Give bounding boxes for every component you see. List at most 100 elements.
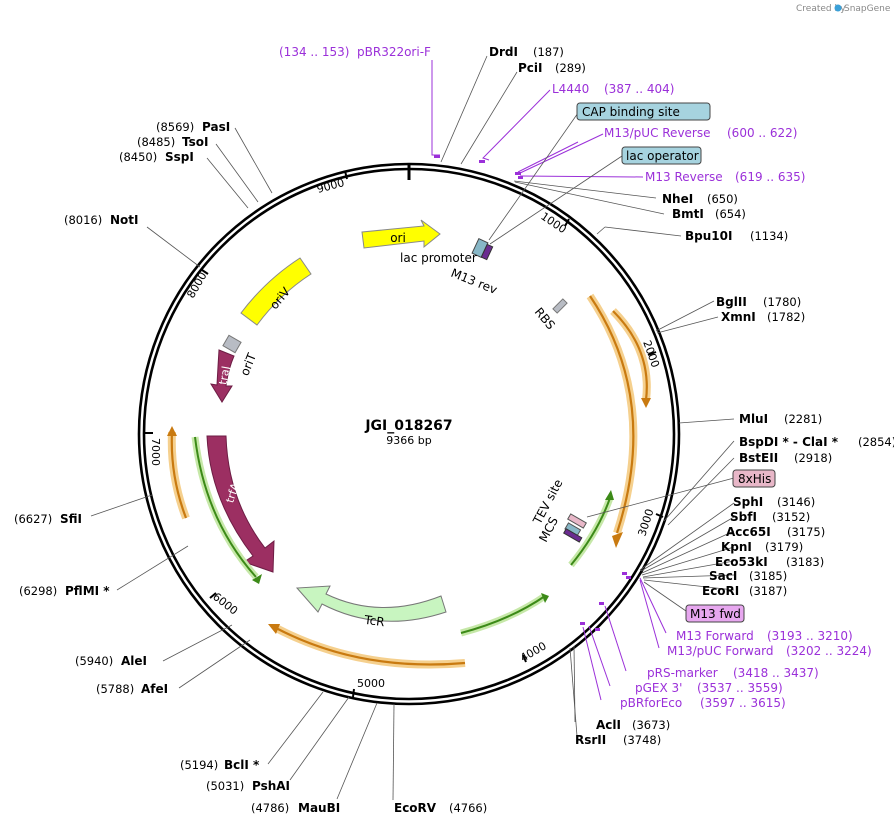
enzyme-bpu10i-pos: (1134) [750,229,788,243]
enzyme-tsoi[interactable]: TsoI [182,135,208,149]
lac-promoter-label: lac promoter [400,251,477,265]
feature-ori[interactable]: ori [361,219,441,249]
enzyme-bmti-pos: (654) [715,207,746,221]
enzyme-sfii[interactable]: SfiI [60,512,82,526]
enzyme-sbfi-pos: (3152) [772,510,810,524]
enzyme-pshai-pos: (5031) [206,779,244,793]
enzyme-nhei[interactable]: NheI [662,192,693,206]
enzyme-bglii-pos: (1780) [763,295,801,309]
plasmid-name: JGI_018267 [364,418,452,434]
plasmid-length: 9366 bp [386,434,431,447]
enzyme-bpu10i[interactable]: Bpu10I [685,229,732,243]
primer-m13-reverse-range: (619 .. 635) [735,170,805,184]
watermark-brand: SnapGene [844,4,891,14]
enzyme-pasi[interactable]: PasI [202,120,230,134]
enzyme-xmni[interactable]: XmnI [721,310,756,324]
feature-lac-promoter[interactable]: lac promoter M13 rev [400,237,499,297]
enzyme-eco53ki-pos: (3183) [786,555,824,569]
enzyme-rsrii-pos: (3748) [623,733,661,747]
enzyme-pcii[interactable]: PciI [518,61,543,75]
enzyme-pshai[interactable]: PshAI [252,779,290,793]
green-arcs [191,436,614,637]
enzyme-bglii[interactable]: BglII [716,295,747,309]
feature-RBS[interactable]: RBS [532,298,568,332]
feature-mcs[interactable]: TEV site MCS [530,477,587,544]
enzyme-acc65i[interactable]: Acc65I [726,525,771,539]
box-leader-lines [488,112,735,612]
enzyme-acli[interactable]: AclI [596,718,621,732]
primer-site-marks [434,155,631,631]
primer-lines [431,60,667,701]
traJ-label: traJ [217,365,233,386]
enzyme-xmni-pos: (1782) [767,310,805,324]
enzyme-maubi[interactable]: MauBI [298,801,340,815]
enzyme-acc65i-pos: (3175) [787,525,825,539]
scale-ticks [145,170,664,698]
enzyme-eco53ki[interactable]: Eco53kI [715,555,768,569]
feature-traJ[interactable]: traJ [210,349,235,403]
tick-label-7000: 7000 [149,438,162,466]
enzyme-acli-pos: (3673) [632,718,670,732]
feature-trfA[interactable]: trfA [206,435,275,573]
enzyme-kpni[interactable]: KpnI [721,540,752,554]
enzyme-noti[interactable]: NotI [110,213,139,227]
enzyme-drdi[interactable]: DrdI [489,45,518,59]
m13-rev-label: M13 rev [449,266,499,297]
enzyme-afei-pos: (5788) [96,682,134,696]
snapgene-logo-icon [834,4,842,12]
enzyme-saci[interactable]: SacI [709,569,737,583]
primer-pbrforeco-range: (3597 .. 3615) [700,696,786,710]
enzyme-afei[interactable]: AfeI [141,682,168,696]
enzyme-sbfi[interactable]: SbfI [730,510,757,524]
orf-arcs [167,293,651,669]
primer-l4440[interactable]: L4440 [552,82,589,96]
oriT-label: oriT [238,351,260,378]
enzyme-bcli[interactable]: BclI * [224,758,260,772]
tick-label-8000: 8000 [184,270,209,301]
primer-m13-reverse[interactable]: M13 Reverse [645,170,723,184]
primer-pgex3[interactable]: pGEX 3' [635,681,682,695]
enzyme-pflmi-pos: (6298) [19,584,57,598]
enzyme-kpni-pos: (3179) [765,540,803,554]
m13-fwd-label: M13 fwd [690,607,741,621]
enzyme-bspdi-clai[interactable]: BspDI * - ClaI * [739,435,839,449]
enzyme-ecorv-pos: (4766) [449,801,487,815]
primer-m13-forward[interactable]: M13 Forward [676,629,754,643]
primer-m13-forward-range: (3193 .. 3210) [767,629,853,643]
enzyme-bsteii-pos: (2918) [794,451,832,465]
primer-m13-puc-forward-range: (3202 .. 3224) [786,644,872,658]
enzyme-sspi[interactable]: SspI [165,150,194,164]
lac-operator-box[interactable]: lac operator [621,146,702,165]
primer-pbrforeco[interactable]: pBRforEco [620,696,682,710]
enzyme-leader-lines [90,55,735,801]
his-tag-box[interactable]: 8xHis [732,469,776,488]
primer-l4440-range: (387 .. 404) [604,82,674,96]
feature-TcR[interactable]: TcR [295,585,447,629]
primer-pgex3-range: (3537 .. 3559) [697,681,783,695]
enzyme-pflmi[interactable]: PflMI * [65,584,110,598]
feature-oriV[interactable]: oriV [240,257,312,326]
watermark-created-by: Created by [796,4,846,14]
primer-m13-puc-reverse[interactable]: M13/pUC Reverse [604,126,711,140]
cap-binding-site-label: CAP binding site [582,105,680,119]
primer-prs-marker[interactable]: pRS-marker [647,666,718,680]
enzyme-ecori[interactable]: EcoRI [702,584,739,598]
TcR-label: TcR [363,613,386,629]
enzyme-ecori-pos: (3187) [749,584,787,598]
primer-m13-puc-forward[interactable]: M13/pUC Forward [667,644,774,658]
primer-pbr322ori-f[interactable]: pBR322ori-F [357,45,431,59]
m13-fwd-box[interactable]: M13 fwd [685,604,745,623]
enzyme-rsrii[interactable]: RsrII [575,733,606,747]
enzyme-sphi[interactable]: SphI [733,495,763,509]
enzyme-mlui-pos: (2281) [784,412,822,426]
primer-prs-marker-range: (3418 .. 3437) [733,666,819,680]
enzyme-alei[interactable]: AleI [121,654,147,668]
cap-binding-site-box[interactable]: CAP binding site [576,102,711,121]
enzyme-ecorv[interactable]: EcoRV [394,801,437,815]
enzyme-bsteii[interactable]: BstEII [739,451,778,465]
enzyme-noti-pos: (8016) [64,213,102,227]
enzyme-mlui[interactable]: MluI [739,412,768,426]
enzyme-sfii-pos: (6627) [14,512,52,526]
ori-label: ori [390,231,406,245]
enzyme-bmti[interactable]: BmtI [672,207,704,221]
